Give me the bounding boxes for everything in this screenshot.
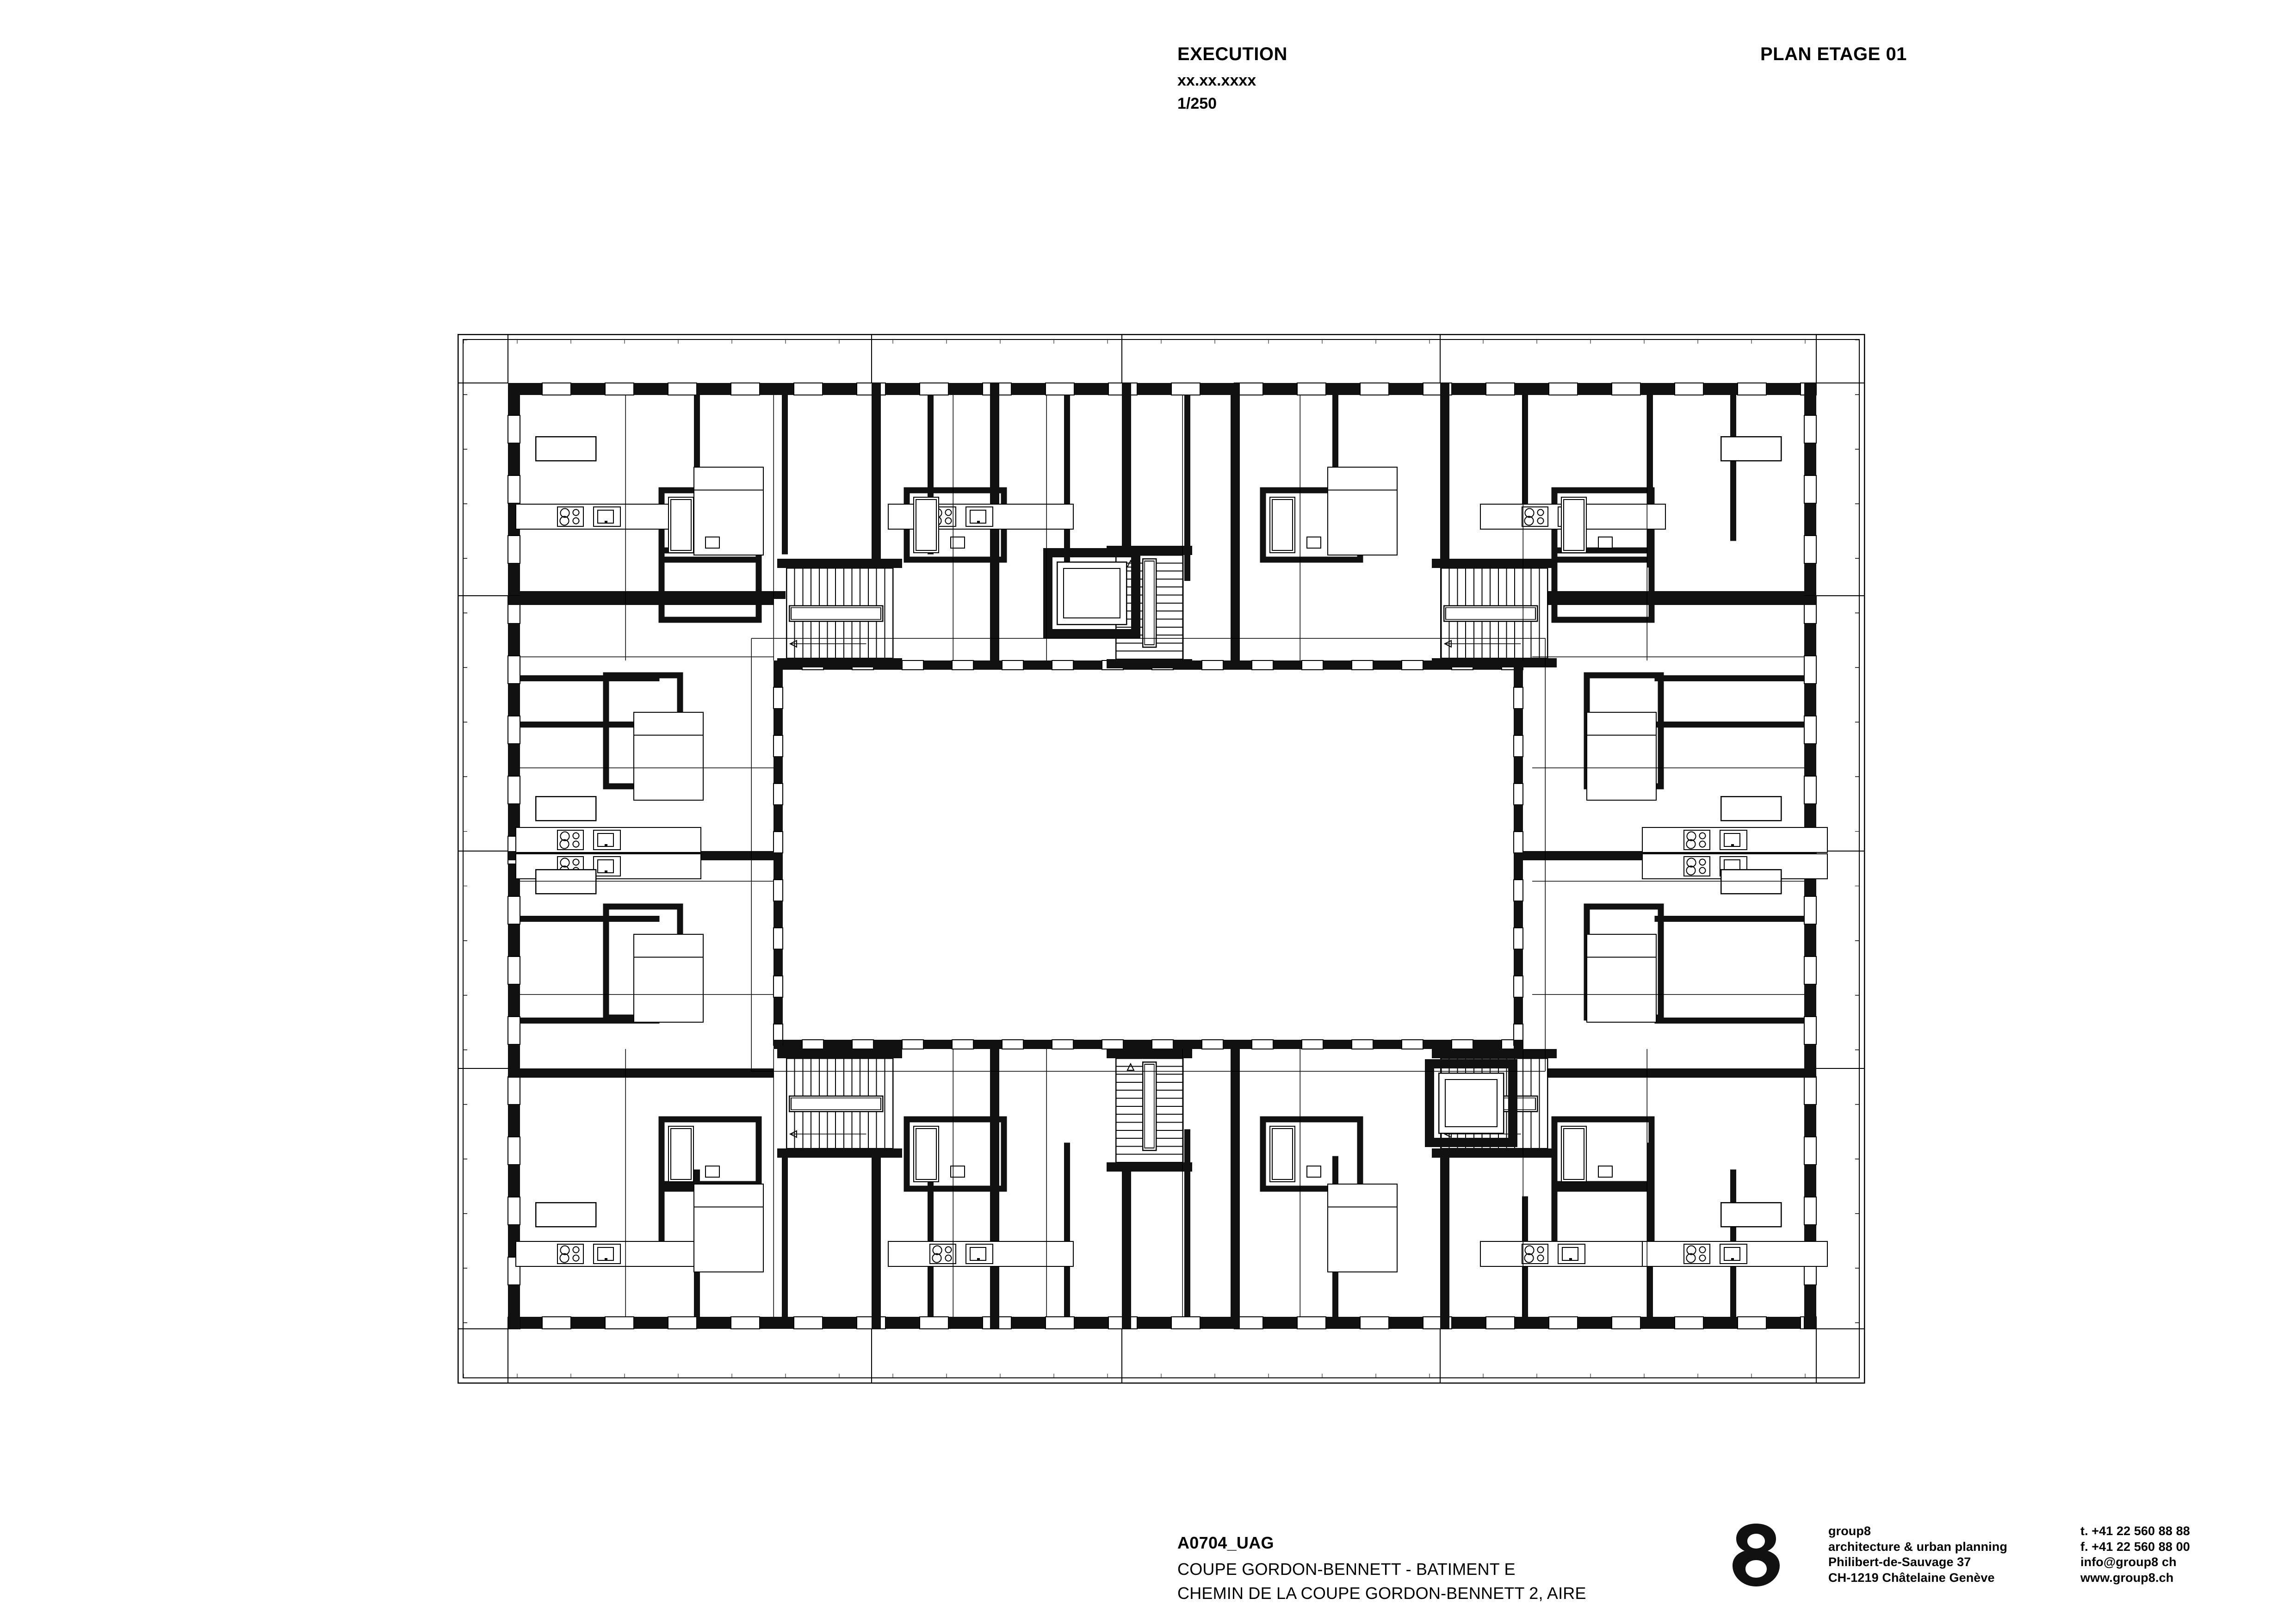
project-name: COUPE GORDON-BENNETT - BATIMENT E [1177, 1560, 1516, 1579]
plan-title-label: PLAN ETAGE 01 [1760, 44, 1907, 64]
date-label: xx.xx.xxxx [1177, 72, 1256, 89]
project-code: A0704_UAG [1177, 1533, 1274, 1552]
group8-logo-icon [1728, 1523, 1784, 1587]
office-contact-block: t. +41 22 560 88 88 f. +41 22 560 88 00 … [2080, 1524, 2190, 1586]
office-discipline: architecture & urban planning [1828, 1539, 2007, 1554]
office-web: www.group8.ch [2080, 1570, 2174, 1585]
phase-label: EXECUTION [1177, 44, 1287, 64]
office-street: Philibert-de-Sauvage 37 [1828, 1555, 1971, 1569]
office-email: info@group8 ch [2080, 1555, 2177, 1569]
office-tel: t. +41 22 560 88 88 [2080, 1524, 2190, 1538]
office-name: group8 [1828, 1524, 1871, 1538]
project-address: CHEMIN DE LA COUPE GORDON-BENNETT 2, AIR… [1177, 1584, 1586, 1603]
scale-label: 1/250 [1177, 95, 1217, 112]
office-address-block: group8 architecture & urban planning Phi… [1828, 1524, 2007, 1586]
office-city: CH-1219 Châtelaine Genève [1828, 1570, 1995, 1585]
office-fax: f. +41 22 560 88 00 [2080, 1539, 2190, 1554]
